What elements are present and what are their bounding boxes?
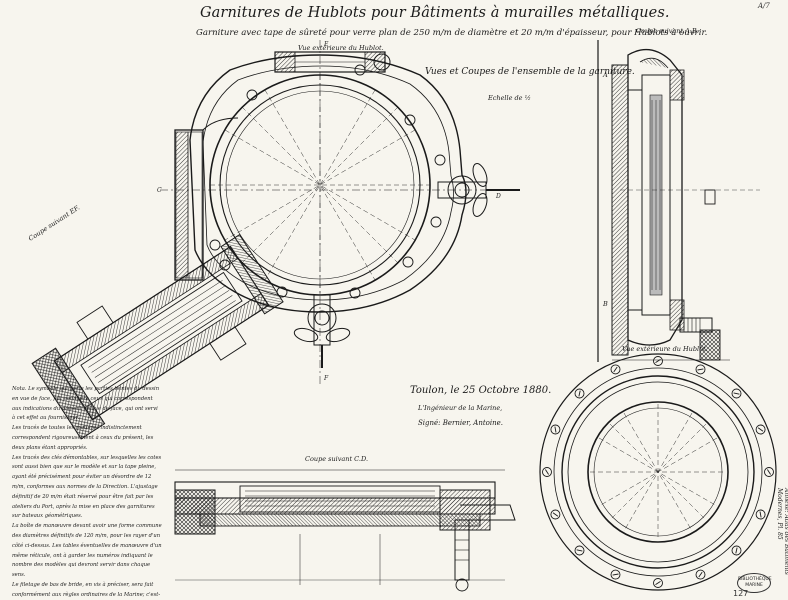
bolt-slot <box>698 571 703 578</box>
note-paragraph-1: Nota. Le symbole qui porte les parties t… <box>12 386 160 422</box>
bolt-slot <box>545 469 549 475</box>
bolt-slot <box>576 549 583 552</box>
letter-e: E <box>323 41 329 48</box>
bolt-slot <box>552 512 559 517</box>
bolt-slot <box>697 368 704 371</box>
bolt-slot <box>578 390 581 397</box>
note-paragraph-5: Le filetage de bas de bride, en vis à pr… <box>12 581 161 598</box>
bolt-head <box>755 424 766 435</box>
library-stamp: BIBLIOTHÈQUE MARINE <box>737 573 772 593</box>
bolt-slot <box>655 581 661 585</box>
ring-bolts <box>542 356 774 588</box>
bolt-head <box>550 509 561 520</box>
bolt-slot <box>655 359 661 363</box>
bolt-head <box>550 424 561 435</box>
letter-f: F <box>323 375 329 382</box>
exterior-view <box>539 353 777 591</box>
bolt-slot <box>735 547 738 554</box>
stamp-line-2: MARINE <box>745 583 763 588</box>
label-echelle: Echelle de ½ <box>488 94 531 102</box>
bolt-slot <box>733 392 740 395</box>
label-vues-coupes: Vues et Coupes de l'ensemble de la garni… <box>425 67 635 77</box>
bolt-head <box>610 569 621 580</box>
letter-d: D <box>495 193 501 200</box>
notes-block: Nota. Le symbole qui porte les parties t… <box>12 385 162 600</box>
bolt-slot <box>767 469 771 475</box>
section-ab <box>597 40 760 362</box>
page-number: 127 <box>733 589 749 598</box>
sheet-title: Garnitures de Hublots pour Bâtiments à m… <box>200 5 670 21</box>
sheet-subtitle: Garniture avec tape de sûreté pour verre… <box>196 28 708 38</box>
bolt-head <box>653 356 663 366</box>
bolt-head <box>755 509 766 520</box>
bolt-head <box>574 545 585 556</box>
signature-name: Signé: Bernier, Antoine. <box>418 419 504 427</box>
bolt-slot <box>759 511 762 518</box>
bolt-head <box>610 364 621 375</box>
bolt-slot <box>554 426 557 433</box>
bolt-slot <box>757 427 764 432</box>
note-paragraph-2: Les tracés de toutes les matières indist… <box>12 425 154 451</box>
note-paragraph-3: Les tracés des clés démontables, sur les… <box>12 454 162 520</box>
signature-role: L'Ingénieur de la Marine, <box>418 404 503 412</box>
bolt-head <box>695 569 706 580</box>
letter-b: B <box>603 300 608 308</box>
section-ef <box>31 234 284 440</box>
bolt-head <box>731 388 742 399</box>
bolt-head <box>542 467 552 477</box>
label-coupe-cd: Coupe suivant C.D. <box>305 455 369 463</box>
bolt-head <box>574 388 585 399</box>
bolt-head <box>731 545 742 556</box>
letter-c: C <box>157 187 162 194</box>
note-paragraph-4: La boîte de manœuvre devant avoir une fo… <box>12 523 162 579</box>
svg-text:A/7: A/7 <box>757 2 770 10</box>
letter-a: A <box>603 71 608 79</box>
label-coupe-ab: Coupe suivant A.B. <box>636 27 699 35</box>
signature-date: Toulon, le 25 Octobre 1880. <box>410 385 552 396</box>
bolt-head <box>764 467 774 477</box>
stamp-line-1: BIBLIOTHÈQUE <box>738 577 772 582</box>
label-vue-exterieure-bottom: Vue extérieure du Hublot. <box>622 345 708 353</box>
label-vue-exterieure-top: Vue extérieure du Hublot. <box>298 44 384 52</box>
side-annotation: Annexe: Atlas des Bâtiments Modernes, Pl… <box>776 488 788 575</box>
bolt-head <box>695 364 706 375</box>
bolt-slot <box>612 573 619 576</box>
section-cd <box>174 469 516 592</box>
bolt-slot <box>613 366 618 373</box>
bolt-head <box>653 578 663 588</box>
